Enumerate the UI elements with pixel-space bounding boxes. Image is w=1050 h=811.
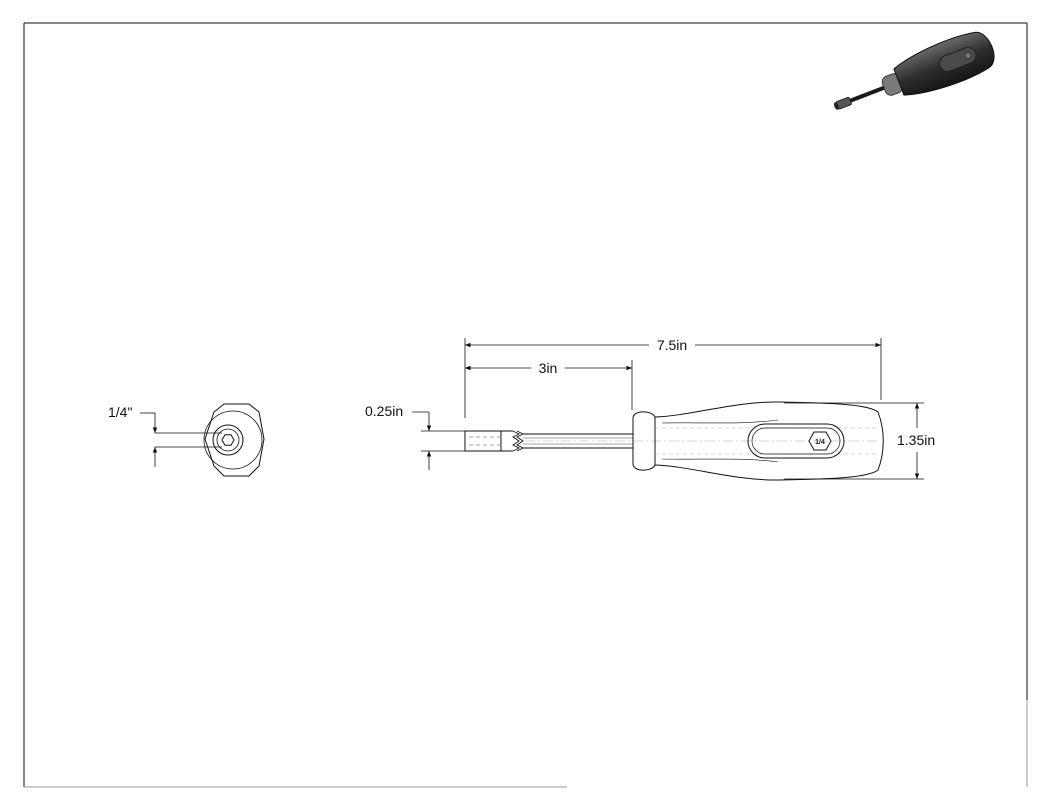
handle-marking: 1/4 bbox=[815, 439, 825, 446]
overall-length-label: 7.5in bbox=[657, 337, 687, 353]
shaft-length-label: 3in bbox=[539, 360, 558, 376]
hex-size-label: 1/4" bbox=[108, 404, 132, 420]
dim-overall-length bbox=[464, 338, 882, 418]
dim-handle-height bbox=[784, 402, 924, 480]
end-view bbox=[140, 403, 265, 477]
dim-shaft-length bbox=[465, 360, 633, 410]
iso-thumbnail bbox=[834, 31, 995, 110]
dim-socket-diameter bbox=[412, 411, 465, 470]
side-view bbox=[464, 401, 884, 481]
socket-diameter-label: 0.25in bbox=[365, 403, 403, 419]
sheet-border bbox=[23, 22, 1028, 788]
handle-height-label: 1.35in bbox=[897, 432, 935, 448]
